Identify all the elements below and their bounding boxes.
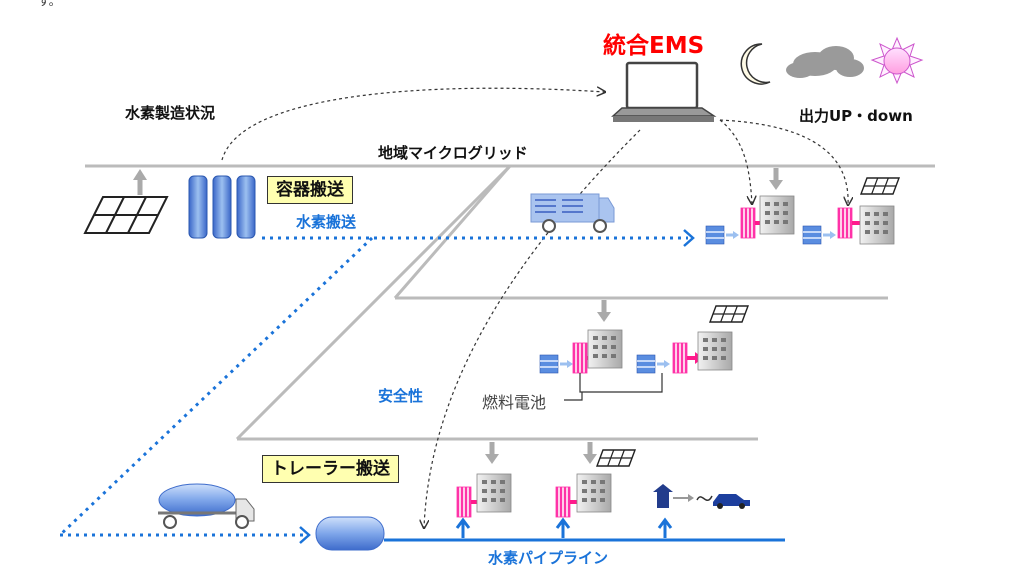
microgrid-label: 地域マイクログリッド [378, 144, 528, 162]
fuel-cell-label: 燃料電池 [482, 393, 547, 412]
laptop-icon [611, 61, 717, 122]
safety-label: 安全性 [378, 387, 424, 405]
tank-icon [315, 516, 385, 551]
fuel-cell-connector [564, 373, 663, 401]
car-icon [713, 494, 750, 509]
gray-arrow [133, 169, 147, 195]
h2-status-label: 水素製造状況 [125, 104, 216, 122]
fc-building-bottom-2 [554, 442, 636, 519]
hydrogen-cylinder-icon [188, 175, 256, 239]
output-label: 出力UP・down [799, 107, 913, 125]
sun-icon [870, 36, 924, 85]
fc-building-mid-1 [538, 300, 623, 375]
status-arrow [221, 88, 605, 161]
fc-building-bottom-1 [455, 442, 512, 519]
h2-pipeline-label: 水素パイプライン [488, 549, 609, 567]
truck-icon [530, 193, 615, 233]
arrow-head [299, 526, 311, 544]
h2-transport-label: 水素搬送 [296, 213, 357, 231]
fc-building-mid-2 [635, 305, 749, 375]
fc-building-top-2 [801, 177, 900, 246]
container-transport-box: 容器搬送 [267, 176, 353, 204]
trailer-icon [158, 483, 255, 529]
arrow-head [683, 229, 695, 247]
grid-lines [85, 164, 935, 441]
header-fragment: す。 [38, 0, 61, 8]
cloud-icon [786, 46, 864, 78]
dotted-transport [58, 236, 688, 537]
trailer-transport-box: トレーラー搬送 [262, 455, 399, 483]
ems-title: 統合EMS [603, 33, 705, 59]
moon-icon [740, 43, 771, 85]
hydrogen-station-icon [653, 484, 713, 508]
control-arrows [424, 119, 848, 528]
solar-panel-icon [83, 196, 169, 234]
